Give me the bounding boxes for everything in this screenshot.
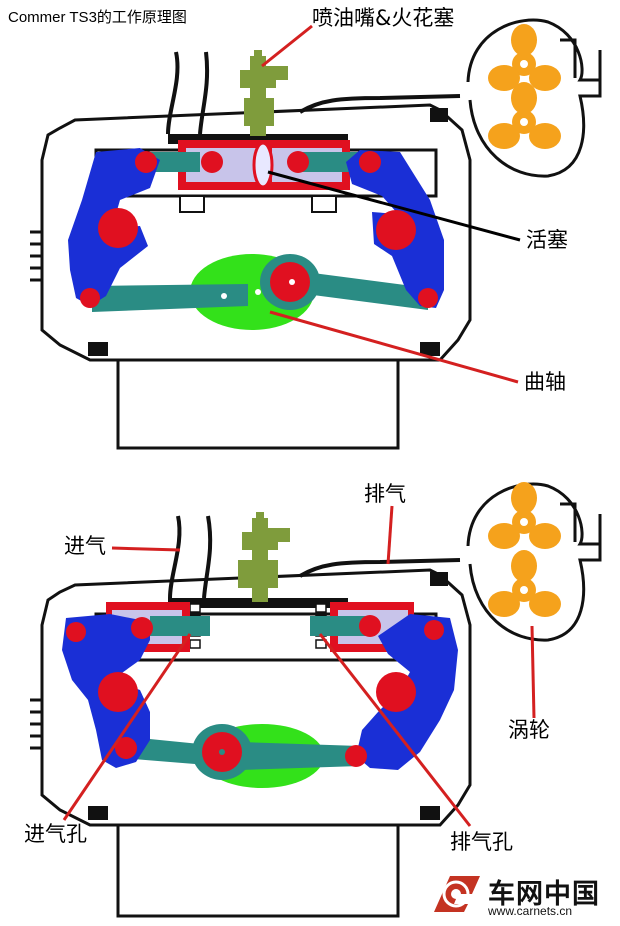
engine-bottom-pivots (66, 615, 444, 772)
engine-bottom-turbo-rotor-2 (488, 550, 561, 617)
label-intake: 进气 (64, 534, 106, 558)
brand-url: www.carnets.cn (488, 904, 573, 918)
engine-top-fins (30, 230, 42, 282)
engine-bottom-injector (238, 512, 290, 602)
engine-bottom-leaders (62, 505, 536, 827)
engine-top-corner-blocks (88, 108, 448, 356)
engine-bottom-intake-pipe (168, 515, 461, 599)
engine-top-injector (240, 50, 288, 136)
engine-top-rocker-left (68, 148, 160, 306)
label-turbo: 涡轮 (508, 718, 550, 742)
engine-bottom-turbo-housing (466, 482, 600, 547)
engine-bottom (30, 482, 602, 918)
label-intake-port: 进气孔 (24, 822, 87, 846)
engine-bottom-fins (30, 698, 42, 750)
label-injector-spark: 喷油嘴&火花塞 (312, 6, 455, 30)
engine-top-leaders (261, 24, 521, 384)
label-exhaust: 排气 (364, 482, 406, 506)
engine-top-pivots (80, 151, 438, 308)
label-piston: 活塞 (526, 228, 568, 252)
label-crankshaft: 曲轴 (524, 370, 566, 394)
engine-top-casing (116, 356, 400, 450)
brand-watermark: 车网中国 www.carnets.cn (428, 870, 618, 920)
label-exhaust-port: 排气孔 (450, 830, 513, 854)
engine-bottom-casing (116, 820, 400, 918)
engine-top-turbo-housing (466, 18, 600, 83)
diagram-title: Commer TS3的工作原理图 (8, 9, 187, 26)
engine-bottom-turbo-rotor-1 (488, 482, 561, 549)
engine-top (30, 18, 602, 450)
engine-top-turbo-rotor-1 (488, 24, 561, 91)
engine-top-turbo-rotor-2 (488, 82, 561, 149)
engine-bottom-corner-blocks (88, 572, 448, 820)
engine-top-intake-pipe (166, 51, 461, 135)
brand-name: 车网中国 (488, 879, 600, 910)
brand-logo-icon (434, 876, 480, 912)
